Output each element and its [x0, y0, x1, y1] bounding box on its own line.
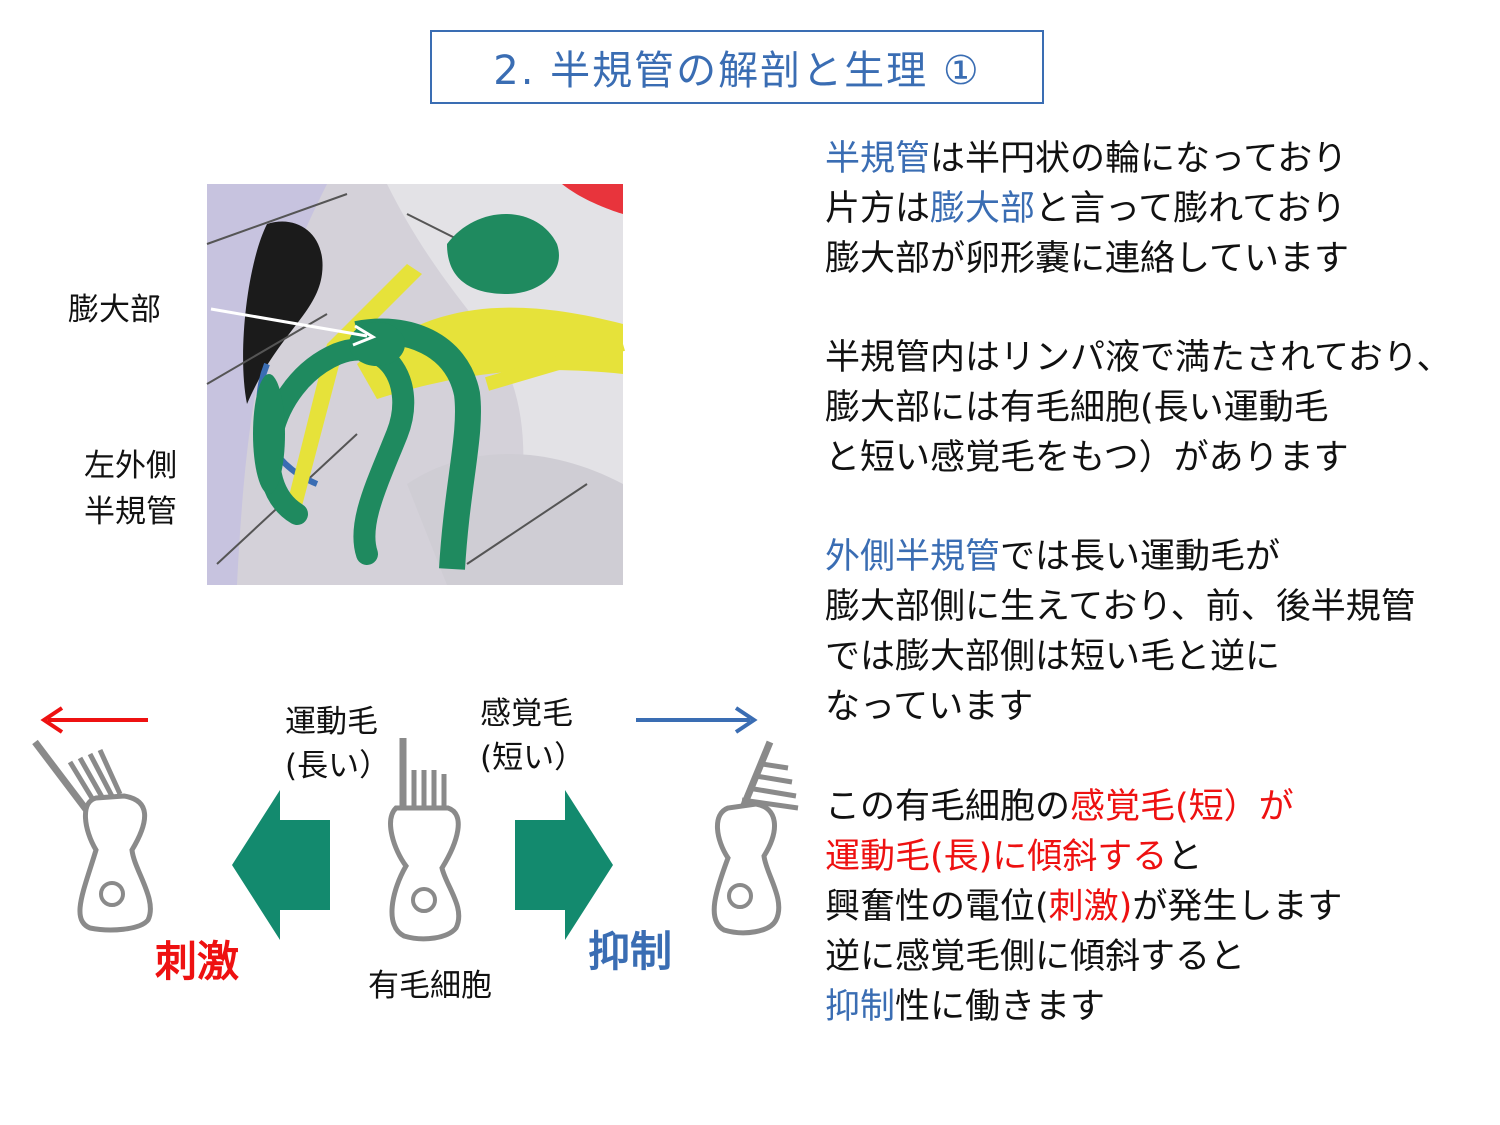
paragraph-lymph: 半規管内はリンパ液で満たされており、 膨大部には有毛細胞(長い運動毛 と短い感覚…: [825, 338, 1452, 478]
lateral-canal-label-line2: 半規管: [84, 494, 177, 530]
inhibition-arrow-icon: [515, 790, 613, 940]
stereocilia-label-line2: (短い）: [480, 740, 586, 776]
hair-cell-label: 有毛細胞: [368, 968, 492, 1004]
excitation-direction-arrow: [40, 706, 148, 734]
hair-cell-tilted-left-icon: [32, 739, 153, 933]
semicircular-canal-illustration: [206, 184, 625, 585]
inhibition-direction-arrow: [636, 706, 758, 734]
slide-title: 2. 半規管の解剖と生理 ①: [430, 30, 1044, 104]
stereocilia-label-line1: 感覚毛: [480, 696, 573, 732]
excitation-label: 刺激: [155, 937, 240, 986]
ampulla-label: 膨大部: [68, 292, 161, 328]
inhibition-label: 抑制: [588, 927, 673, 976]
kinocilium-label-line1: 運動毛: [285, 704, 378, 740]
hair-cell-tilted-right-icon: [711, 740, 799, 936]
lateral-canal-label-line1: 左外側: [84, 448, 177, 484]
paragraph-potential: この有毛細胞の感覚毛(短）が 運動毛(長)に傾斜すると 興奮性の電位(刺激)が発…: [825, 787, 1343, 1027]
kinocilium-label-line2: (長い）: [285, 748, 391, 784]
hair-cell-diagram: [32, 706, 799, 942]
excitation-arrow-icon: [232, 790, 330, 940]
paragraph-structure: 半規管は半円状の輪になっており 片方は膨大部と言って膨れており 膨大部が卵形嚢に…: [825, 139, 1349, 279]
paragraph-lateral-canal: 外側半規管では長い運動毛が 膨大部側に生えており、前、後半規管 では膨大部側は短…: [825, 537, 1416, 727]
hair-cell-upright-icon: [388, 738, 462, 942]
